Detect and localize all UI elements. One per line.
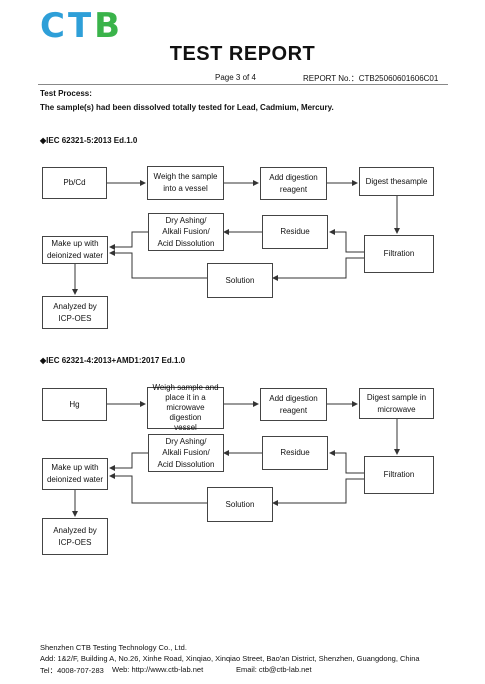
f1-arrow-solution-makeup xyxy=(109,250,207,279)
f2-digestion-box: Add digestion reagent xyxy=(260,388,327,421)
f1-analyzed-box: Analyzed by ICP-OES xyxy=(42,296,108,329)
footer-tel: Tel：4008-707-283 xyxy=(40,666,104,675)
footer-address: Add: 1&2/F, Building A, No.26, Xinhe Roa… xyxy=(40,654,420,663)
flow2-standard: ◆IEC 62321-4:2013+AMD1:2017 Ed.1.0 xyxy=(40,356,186,365)
footer-company: Shenzhen CTB Testing Technology Co., Ltd… xyxy=(40,643,187,652)
f2-residue-box: Residue xyxy=(262,436,328,470)
f1-digest-box: Digest thesample xyxy=(359,167,434,196)
f2-arrow-filtration-residue xyxy=(329,450,364,474)
f2-digest-box: Digest sample in microwave xyxy=(359,388,434,419)
f1-solution-box: Solution xyxy=(207,263,273,298)
footer-email[interactable]: Email: ctb@ctb-lab.net xyxy=(236,665,312,674)
f2-arrow-solution-makeup xyxy=(109,473,207,504)
page-number: Page 3 of 4 xyxy=(215,73,256,82)
f1-arrow-filtration-solution xyxy=(272,257,364,281)
company-logo: CTB xyxy=(40,6,124,46)
f2-makeup-box: Make up with deionized water xyxy=(42,458,108,490)
f1-ashing-box: Dry Ashing/ Alkali Fusion/ Acid Dissolut… xyxy=(148,213,224,251)
f2-arrow-filtration-solution xyxy=(272,478,364,506)
report-number: REPORT No.：CTB25060601606C01 xyxy=(303,74,439,83)
f1-makeup-box: Make up with deionized water xyxy=(42,236,108,264)
test-process-description: The sample(s) had been dissolved totally… xyxy=(40,103,334,112)
f1-weigh-box: Weigh the sample into a vessel xyxy=(147,166,224,200)
f2-arrow-ashing-makeup xyxy=(109,452,148,471)
f2-ashing-box: Dry Ashing/ Alkali Fusion/ Acid Dissolut… xyxy=(148,434,224,472)
f2-weigh-box: Weigh sample and place it in a microwave… xyxy=(147,383,224,432)
f1-arrow-filtration-residue xyxy=(329,229,364,253)
f1-sample-box: Pb/Cd xyxy=(42,167,107,199)
f2-filtration-box: Filtration xyxy=(364,456,434,494)
f2-analyzed-box: Analyzed by ICP-OES xyxy=(42,518,108,555)
logo-letter-accent: B xyxy=(94,6,124,46)
f1-digestion-box: Add digestion reagent xyxy=(260,167,327,200)
test-process-label: Test Process: xyxy=(40,89,92,98)
f1-residue-box: Residue xyxy=(262,215,328,249)
f2-solution-box: Solution xyxy=(207,487,273,522)
page-title: TEST REPORT xyxy=(169,43,316,65)
f2-sample-box: Hg xyxy=(42,388,107,421)
flow1-standard: ◆IEC 62321-5:2013 Ed.1.0 xyxy=(40,136,138,145)
f1-filtration-box: Filtration xyxy=(364,235,434,273)
footer-web[interactable]: Web: http://www.ctb-lab.net xyxy=(112,665,204,674)
header-divider xyxy=(38,84,448,85)
f1-arrow-ashing-makeup xyxy=(109,231,148,250)
